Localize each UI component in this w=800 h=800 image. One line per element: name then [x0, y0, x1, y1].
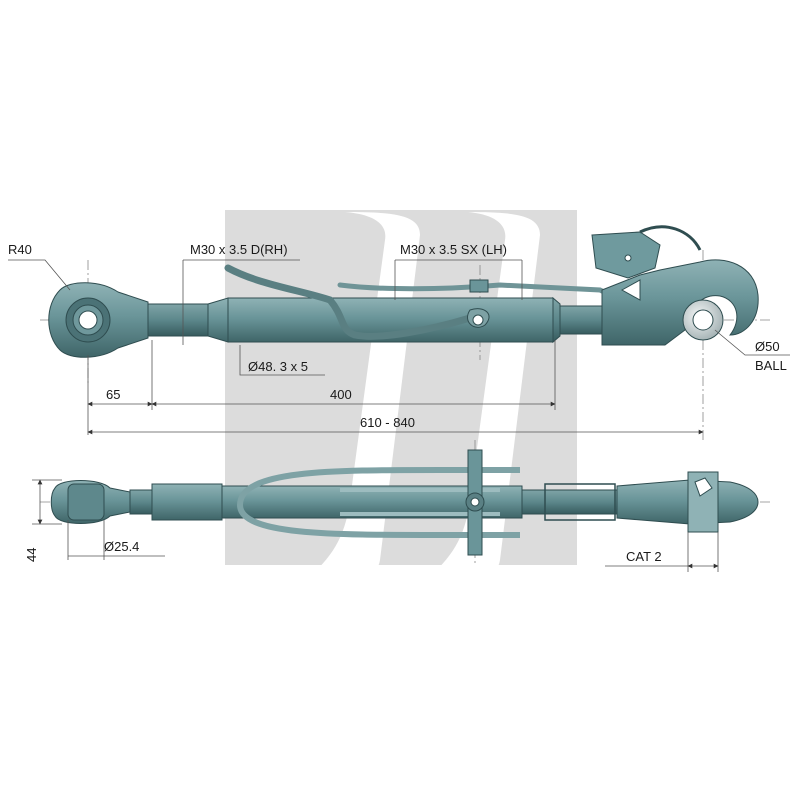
label-dimension-400: 400: [330, 387, 352, 402]
dimension-lines: [8, 259, 790, 572]
label-dimension-range: 610 - 840: [360, 415, 415, 430]
label-thread-lh: M30 x 3.5 SX (LH): [400, 242, 507, 257]
ball-eye-end: [48, 282, 149, 358]
label-ball: BALL: [755, 358, 787, 373]
adjust-handle: [224, 264, 474, 340]
label-category: CAT 2: [626, 549, 662, 564]
label-r40: R40: [8, 242, 32, 257]
label-dimension-65: 65: [106, 387, 120, 402]
label-height-44: 44: [24, 548, 39, 562]
label-tube-diameter: Ø48. 3 x 5: [248, 359, 308, 374]
label-thread-rh: M30 x 3.5 D(RH): [190, 242, 288, 257]
label-ball-diameter: Ø50: [755, 339, 780, 354]
top-link-plan-view: [40, 440, 770, 565]
hook-end: [591, 225, 759, 346]
label-pin-diameter: Ø25.4: [104, 539, 139, 554]
top-link-side-view: [40, 225, 770, 440]
